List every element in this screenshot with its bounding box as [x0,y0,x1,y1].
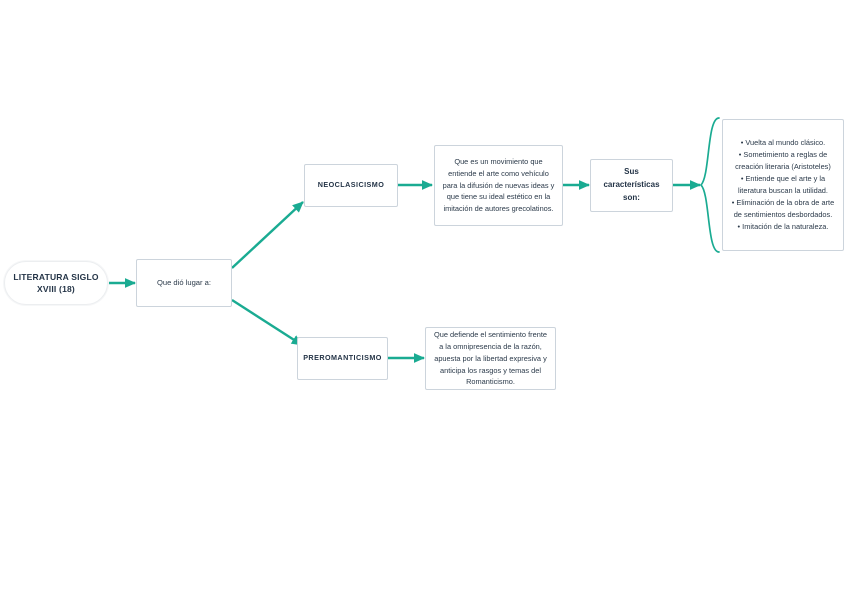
root-node-label: LITERATURA SIGLO XVIII (18) [5,271,107,296]
description-text-neoclasicismo: Que es un movimiento que entiende el art… [442,156,555,214]
edge-connector-to-preromanticismo [231,298,303,347]
characteristics-list: • Vuelta al mundo clásico. • Sometimient… [723,129,843,241]
caracteristicas-line-1: Sus [624,167,639,177]
list-item: • Vuelta al mundo clásico. [740,138,826,148]
list-item: • Eliminación de la obra de arte de sent… [731,197,835,219]
description-node-neoclasicismo[interactable]: Que es un movimiento que entiende el art… [434,145,563,226]
list-item: • Imitación de la naturaleza. [737,221,829,231]
caracteristicas-line-2: características [603,180,660,190]
caracteristicas-line-3: son: [623,192,640,202]
description-node-preromanticismo[interactable]: Que defiende el sentimiento frente a la … [425,327,556,390]
connector-node-label: Que dió lugar a: [156,278,212,288]
brace-connector [699,117,720,253]
list-item: • Entiende que el arte y la literatura b… [738,174,828,195]
root-node[interactable]: LITERATURA SIGLO XVIII (18) [4,261,108,305]
branch-node-neoclasicismo[interactable]: NEOCLASICISMO [304,164,398,207]
characteristics-list-node[interactable]: • Vuelta al mundo clásico. • Sometimient… [722,119,844,251]
branch-node-preromanticismo[interactable]: PREROMANTICISMO [297,337,388,380]
edge-connector-to-neoclasicismo [231,201,304,269]
branch-title-preromanticismo: PREROMANTICISMO [303,353,382,363]
description-text-preromanticismo: Que defiende el sentimiento frente a la … [434,329,547,387]
caracteristicas-label: Sus características son: [591,166,672,204]
root-node-line-2: XVIII (18) [37,284,75,294]
branch-title-neoclasicismo: NEOCLASICISMO [317,180,385,190]
caracteristicas-node[interactable]: Sus características son: [590,159,673,212]
list-item: • Sometimiento a reglas de creación lite… [735,150,831,172]
connector-node[interactable]: Que dió lugar a: [136,259,232,307]
root-node-line-1: LITERATURA SIGLO [13,271,99,282]
